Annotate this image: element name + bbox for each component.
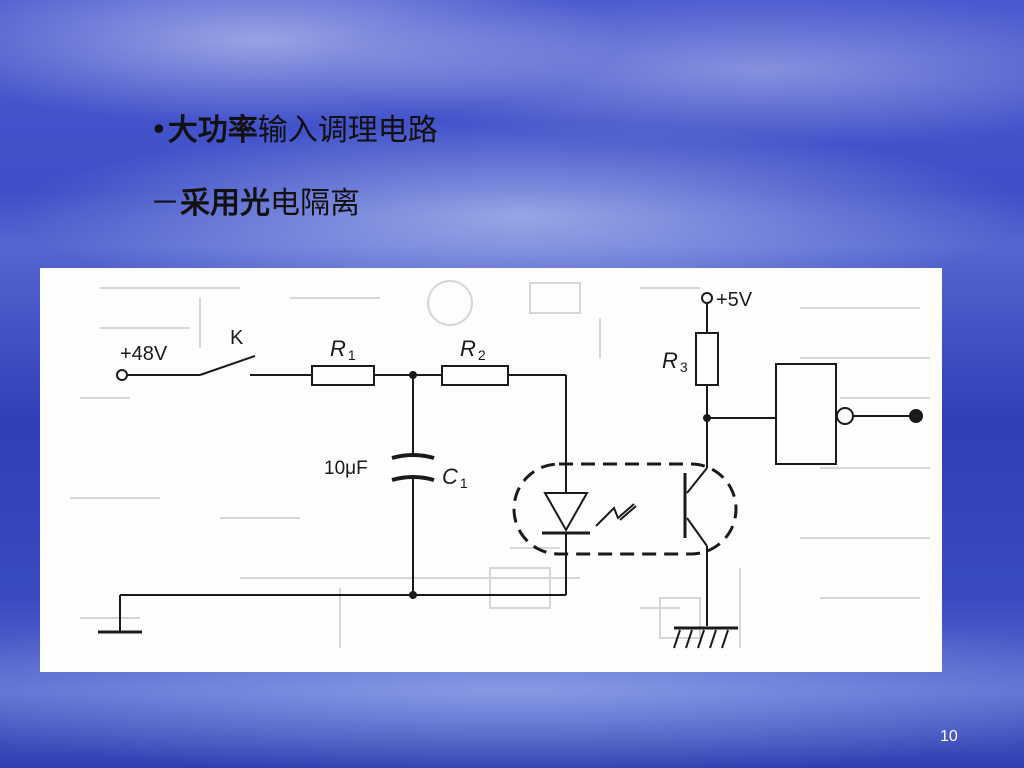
- switch-k: [199, 355, 256, 376]
- resistor-r3: [695, 332, 719, 386]
- junction-ground-cap: [409, 591, 417, 599]
- vcc-terminal: [701, 292, 713, 304]
- transistor-collector: [686, 467, 708, 494]
- resistor-r1: [311, 365, 375, 386]
- logic-gate-block: [775, 363, 837, 465]
- junction-dots: [409, 371, 923, 599]
- bullet-2-text: 电隔离: [270, 186, 360, 221]
- inverter-bubble: [836, 407, 854, 425]
- capacitor-c1-bottom-plate: [391, 475, 435, 482]
- bullet-line-1: •大功率输入调理电路: [150, 105, 438, 149]
- junction-r1-r2: [409, 371, 417, 379]
- label-switch-k: K: [230, 327, 244, 349]
- capacitor-c1-top-plate: [391, 453, 435, 460]
- ground-hatch: [673, 629, 729, 649]
- output-terminal: [909, 409, 923, 423]
- resistor-r2: [441, 365, 509, 386]
- transistor-emitter: [686, 517, 708, 547]
- label-supply-48v: +48V: [120, 343, 168, 365]
- junction-collector: [703, 414, 711, 422]
- bullet-1-bold-text: 大功率: [167, 113, 258, 148]
- light-arrow-1: [595, 503, 635, 527]
- label-vcc-5v: +5V: [716, 289, 753, 311]
- dash-marker: －: [150, 186, 180, 221]
- circuit-wires: [98, 292, 912, 649]
- led-triangle: [543, 492, 589, 533]
- label-cap-value: 10μF: [324, 458, 368, 479]
- input-terminal: [116, 369, 128, 381]
- page-number: 10: [940, 728, 958, 745]
- bullet-marker: •: [150, 113, 168, 148]
- bullet-2-bold-text: 采用光: [180, 186, 270, 221]
- bullet-line-2: －采用光电隔离: [150, 178, 360, 222]
- light-arrow-2: [619, 505, 637, 521]
- bullet-1-text: 输入调理电路: [257, 113, 438, 148]
- optocoupler-outline: [512, 462, 738, 556]
